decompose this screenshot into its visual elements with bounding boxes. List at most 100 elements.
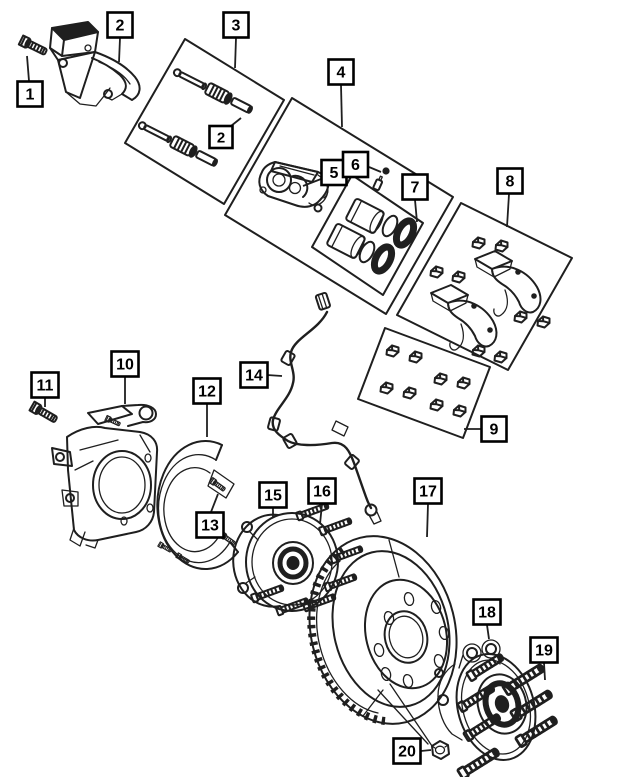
callout-2b-box <box>208 124 234 150</box>
callout-10[interactable]: 10 <box>110 350 140 378</box>
callout-15-box <box>258 481 288 509</box>
callout-11-number: 11 <box>37 378 54 395</box>
callout-7[interactable]: 7 <box>401 173 429 201</box>
callout-11[interactable]: 11 <box>30 371 60 399</box>
bolt-11-drawing <box>28 400 60 426</box>
callout-18-number: 18 <box>478 605 496 622</box>
callout-13-leader <box>210 493 219 513</box>
callout-10-number: 10 <box>116 357 134 374</box>
callout-16-box <box>307 477 337 505</box>
callout-11-box <box>30 371 60 399</box>
callout-6[interactable]: 6 <box>341 150 370 179</box>
callout-4-leader <box>340 84 343 128</box>
callout-6-number: 6 <box>351 157 360 174</box>
bracket-2-drawing <box>49 21 141 107</box>
callout-8-number: 8 <box>506 174 515 191</box>
callout-3-number: 3 <box>232 18 241 35</box>
callout-13-number: 13 <box>201 518 219 535</box>
callout-17-number: 17 <box>419 484 437 501</box>
callout-5-leader <box>302 178 322 187</box>
callout-17[interactable]: 17 <box>413 477 443 505</box>
abs-sensor-14-drawing <box>267 291 382 525</box>
callout-9-box <box>480 415 508 443</box>
wheel-studs-19 <box>456 651 560 777</box>
callout-19-box <box>529 636 559 664</box>
callout-3-leader <box>234 37 237 69</box>
kit-box-3 <box>124 38 285 205</box>
callout-6-leader <box>368 166 382 173</box>
alignment-lines <box>377 683 433 747</box>
callout-17-leader <box>426 503 429 538</box>
callout-3[interactable]: 3 <box>222 11 250 39</box>
callout-3-box <box>222 11 250 39</box>
rotor-17-drawing <box>307 535 458 725</box>
brake-pad <box>430 284 498 351</box>
callout-2-box <box>106 11 134 39</box>
callout-6-box <box>341 150 370 179</box>
callout-2[interactable]: 2 <box>106 11 134 39</box>
callout-18-box <box>472 598 502 626</box>
caliper-5-drawing <box>258 161 330 213</box>
callout-18-leader <box>486 624 490 640</box>
callout-19-leader <box>543 662 546 681</box>
callout-8-leader <box>506 193 510 228</box>
callout-14-number: 14 <box>245 368 263 385</box>
bolt-1-drawing <box>17 34 49 58</box>
callout-20-box <box>392 737 422 765</box>
callout-19-number: 19 <box>535 643 553 660</box>
callout-12-number: 12 <box>198 384 216 401</box>
callout-2b[interactable]: 2 <box>208 124 234 150</box>
brake-pad <box>474 250 542 317</box>
callout-9-number: 9 <box>490 422 499 439</box>
callout-7-number: 7 <box>411 180 420 197</box>
callout-4-box <box>327 58 355 86</box>
callout-18[interactable]: 18 <box>472 598 502 626</box>
hub-18-drawing <box>434 639 560 777</box>
callout-15-number: 15 <box>264 488 282 505</box>
shield-12-drawing <box>156 440 239 571</box>
leader-lines <box>26 37 546 752</box>
bleeder-6-drawing <box>372 167 390 192</box>
callout-16-leader <box>319 503 323 525</box>
callout-8[interactable]: 8 <box>496 167 524 195</box>
callout-14[interactable]: 14 <box>239 361 269 389</box>
callout-14-leader <box>266 374 283 377</box>
rotor-bolt-holes <box>373 591 450 689</box>
callouts-layer: 1 2 3 2 4 5 6 7 <box>16 11 559 765</box>
callout-13[interactable]: 13 <box>195 511 225 539</box>
callout-20-leader <box>420 749 432 752</box>
callout-5-number: 5 <box>330 165 339 182</box>
callout-2-leader <box>118 37 121 63</box>
guide-pin-set <box>135 117 221 170</box>
callout-16-number: 16 <box>313 484 331 501</box>
callout-1-number: 1 <box>26 87 35 104</box>
callout-19[interactable]: 19 <box>529 636 559 664</box>
callout-12[interactable]: 12 <box>192 377 222 405</box>
callout-16[interactable]: 16 <box>307 477 337 505</box>
callout-15[interactable]: 15 <box>258 481 288 509</box>
callout-14-box <box>239 361 269 389</box>
pads-box-8 <box>396 202 573 371</box>
callout-10-box <box>110 350 140 378</box>
callout-7-leader <box>414 199 418 223</box>
callout-13-box <box>195 511 225 539</box>
callout-1-leader <box>26 55 30 82</box>
nut-20-drawing <box>431 740 450 760</box>
callout-4-number: 4 <box>337 65 346 82</box>
callout-1-box <box>16 80 44 108</box>
hub-15-drawing <box>232 500 365 617</box>
callout-1[interactable]: 1 <box>16 80 44 108</box>
callout-4[interactable]: 4 <box>327 58 355 86</box>
callout-12-box <box>192 377 222 405</box>
caliper-box-4 <box>224 97 454 315</box>
callout-20[interactable]: 20 <box>392 737 422 765</box>
clips-box-9 <box>357 327 491 439</box>
callout-2-number: 2 <box>116 18 125 35</box>
seal-kit-7 <box>311 174 424 296</box>
callout-9[interactable]: 9 <box>480 415 508 443</box>
callout-8-box <box>496 167 524 195</box>
callout-20-number: 20 <box>398 744 416 761</box>
callout-7-box <box>401 173 429 201</box>
